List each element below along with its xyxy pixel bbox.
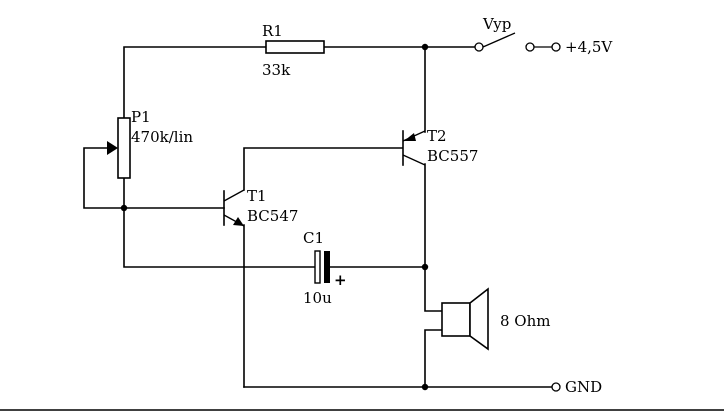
switch-vyp	[474, 32, 561, 52]
wire-t2-collector-to-speaker	[424, 163, 443, 312]
speaker-label: 8 Ohm	[500, 312, 551, 330]
p1-value-label: 470k/lin	[131, 128, 193, 146]
t1-ref-label: T1	[247, 187, 267, 205]
wire-p1-top-to-r1	[123, 46, 267, 119]
speaker	[441, 287, 489, 351]
junctions	[120, 43, 429, 391]
junction-top	[421, 43, 429, 51]
p1-ref-label: P1	[131, 108, 151, 126]
c1-polarity-label: +	[334, 271, 347, 289]
switch-label: Vyp	[482, 15, 511, 33]
r1-value-label: 33k	[262, 61, 291, 79]
c1-value-label: 10u	[303, 289, 332, 307]
capacitor-c1	[314, 250, 330, 284]
wire-p1-wiper-loop	[83, 147, 125, 209]
ground-label: GND	[565, 378, 602, 396]
supply-terminal	[551, 42, 561, 52]
r1-ref-label: R1	[262, 22, 283, 40]
transistor-t1	[223, 189, 245, 227]
junction-ground	[421, 383, 429, 391]
t2-type-label: BC557	[427, 147, 478, 165]
wire-t1-collector-to-t2-base	[243, 147, 403, 191]
c1-ref-label: C1	[303, 229, 324, 247]
wiper-arrow-icon	[107, 141, 118, 155]
t1-type-label: BC547	[247, 207, 298, 225]
resistor-r1	[265, 40, 325, 54]
t2-emitter-arrow-icon	[404, 133, 416, 141]
supply-label: +4,5V	[565, 38, 613, 56]
junction-c1	[421, 263, 429, 271]
labels: R1 33k P1 470k/lin T1 BC547 T2 BC557 C1 …	[131, 15, 613, 396]
t1-emitter-arrow-icon	[233, 217, 244, 226]
t2-ref-label: T2	[427, 127, 447, 145]
potentiometer-p1	[107, 117, 131, 179]
transistor-t2	[402, 130, 426, 166]
junction-t1-base	[120, 204, 128, 212]
wire-node-to-c1	[123, 207, 316, 268]
wires	[83, 46, 553, 388]
wire-speaker-to-ground	[424, 329, 443, 388]
ground-terminal	[551, 382, 561, 392]
